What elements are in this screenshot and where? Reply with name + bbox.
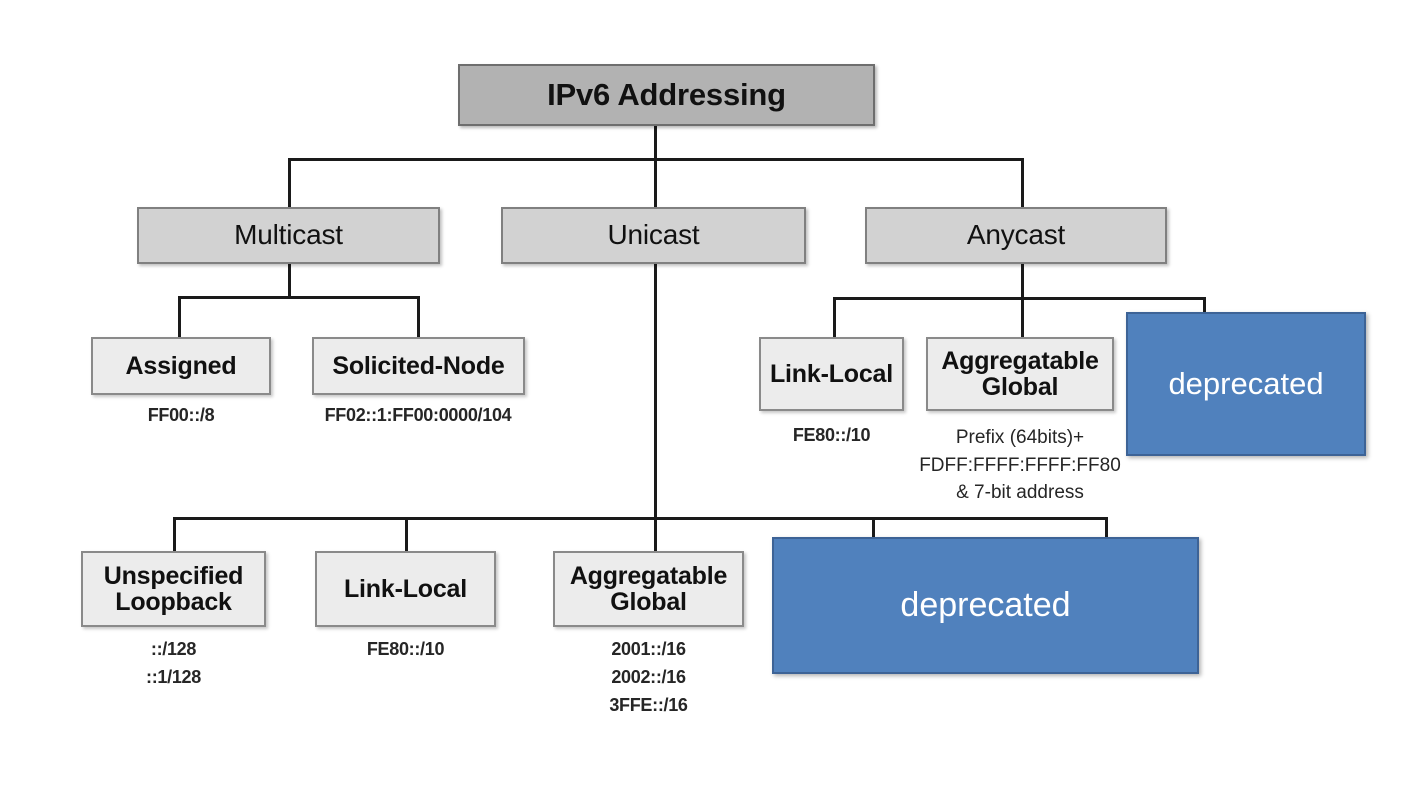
connector-drop-unicast-aggregatable [654,517,657,551]
caption-solicited-node: FF02::1:FF00:0000/104 [324,405,512,425]
node-label: Assigned [125,351,237,380]
connector-drop-unicast-deprecated-right [1105,517,1108,537]
caption-unicast-link-local: FE80::/10 [366,639,445,659]
connector-anycast-bus [833,297,1206,300]
node-label: Anycast [966,219,1066,251]
node-label-line2: Global [981,373,1059,401]
node-multicast[interactable]: Multicast [137,207,440,264]
node-label-line1: Unspecified [103,562,244,590]
node-label: Multicast [234,219,343,251]
caption-anycast-aggregatable-global: Prefix (64bits)+ FDFF:FFFF:FFFF:FF80 & 7… [919,427,1121,504]
connector-drop-anycast-link-local [833,297,836,337]
caption-unspecified-loopback: ::/128 ::1/128 [146,639,201,687]
node-label: deprecated [1168,366,1324,402]
node-label-line2: Global [610,588,687,616]
node-anycast[interactable]: Anycast [865,207,1167,264]
connector-multicast-stem [288,263,291,298]
node-label-line1: Aggregatable [941,347,1099,375]
node-assigned[interactable]: Assigned [91,337,271,395]
node-unicast-deprecated[interactable]: deprecated [772,537,1199,674]
caption-unicast-aggregatable-global: 2001::/16 2002::/16 3FFE::/16 [609,639,688,715]
node-label: IPv6 Addressing [547,77,786,113]
connector-anycast-stem [1021,263,1024,299]
node-label-line2: Loopback [115,588,232,616]
connector-drop-unicast-deprecated [872,517,875,537]
node-anycast-aggregatable-global[interactable]: Aggregatable Global [926,337,1114,411]
connector-drop-anycast [1021,158,1024,208]
connector-drop-solicited-node [417,296,420,338]
node-unicast-aggregatable-global[interactable]: Aggregatable Global [553,551,744,627]
connector-drop-assigned [178,296,181,338]
node-label: Solicited-Node [332,351,505,380]
connector-drop-anycast-aggregatable [1021,297,1024,337]
node-unspecified-loopback[interactable]: Unspecified Loopback [81,551,266,627]
node-unicast[interactable]: Unicast [501,207,806,264]
node-label: Link-Local [343,574,467,603]
connector-drop-unicast [654,158,657,208]
node-solicited-node[interactable]: Solicited-Node [312,337,525,395]
connector-drop-anycast-deprecated [1203,297,1206,313]
caption-assigned: FF00::/8 [147,405,215,425]
connector-drop-multicast [288,158,291,208]
node-label: deprecated [900,586,1071,625]
node-label: Link-Local [769,359,893,388]
connector-unicast-stem [654,263,657,553]
connector-unicast-bus [173,517,1108,520]
connector-drop-unspecified-loopback [173,517,176,551]
node-ipv6-addressing[interactable]: IPv6 Addressing [458,64,875,126]
connector-root-stem [654,126,657,160]
connector-drop-unicast-link-local [405,517,408,551]
node-label-line1: Aggregatable [569,562,728,590]
node-label: Unicast [607,219,700,251]
node-unicast-link-local[interactable]: Link-Local [315,551,496,627]
node-anycast-deprecated[interactable]: deprecated [1126,312,1366,456]
caption-anycast-link-local: FE80::/10 [792,425,871,445]
node-anycast-link-local[interactable]: Link-Local [759,337,904,411]
connector-multicast-bus [178,296,420,299]
